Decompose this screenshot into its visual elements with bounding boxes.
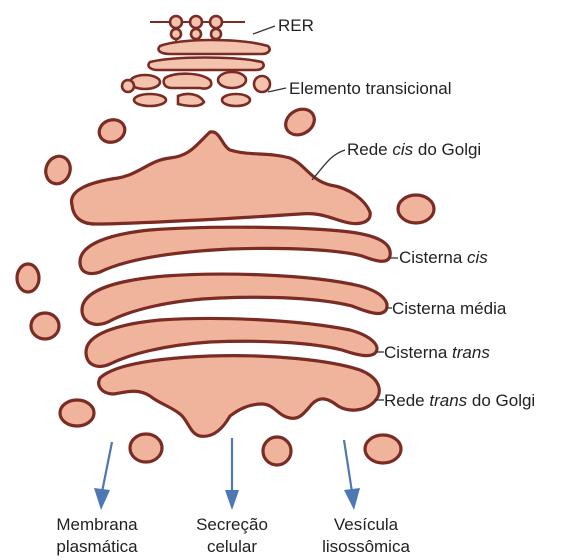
cis-golgi-network <box>72 132 371 224</box>
label-rer: RER <box>278 16 314 35</box>
medial-cistern <box>82 274 387 324</box>
label-secretion-line1: Secreção <box>196 515 268 534</box>
label-trans-cistern: Cisterna trans <box>384 343 490 362</box>
label-transitional-element: Elemento transicional <box>289 79 452 98</box>
label-vesicle-line1: Vesícula <box>334 515 399 534</box>
label-trans-golgi-network: Rede trans do Golgi <box>384 391 535 410</box>
label-membrane-line2: plasmática <box>56 537 138 556</box>
label-medial-cistern: Cisterna média <box>392 299 507 318</box>
label-cis-cistern: Cisterna cis <box>399 248 488 267</box>
rer-structure <box>148 16 269 70</box>
label-secretion-line2: celular <box>207 537 257 556</box>
label-cis-golgi-network: Rede cis do Golgi <box>347 140 481 159</box>
label-membrane-line1: Membrana <box>56 515 138 534</box>
trans-golgi-network <box>99 356 380 437</box>
cis-cistern <box>80 227 390 273</box>
transitional-element <box>122 72 270 106</box>
label-vesicle-line2: lisossômica <box>322 537 410 556</box>
